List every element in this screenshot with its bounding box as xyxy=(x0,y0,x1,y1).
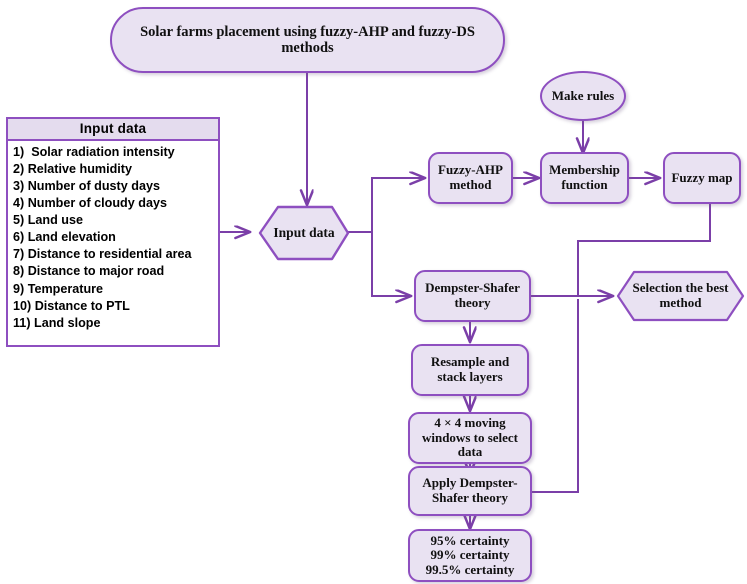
chevron-shape xyxy=(258,205,350,261)
list-item: 10) Distance to PTL xyxy=(13,298,130,313)
edge-applyds-to-merge xyxy=(530,299,579,493)
membership-function-node-label: Membership function xyxy=(549,162,620,192)
moving-windows-node: 4 × 4 moving windows to select data xyxy=(408,412,532,464)
title-node: Solar farms placement using fuzzy-AHP an… xyxy=(110,7,505,73)
input-data-list: 1) Solar radiation intensity 2) Relative… xyxy=(8,141,218,332)
list-item: 8) Distance to major road xyxy=(13,264,165,279)
dempster-shafer-node: Dempster-Shafer theory xyxy=(414,270,531,322)
membership-function-node: Membership function xyxy=(540,152,629,204)
list-item: 1) Solar radiation intensity xyxy=(13,145,175,159)
list-item: 6) Land elevation xyxy=(13,230,116,245)
list-item: 7) Distance to residential area xyxy=(13,247,192,262)
selection-best-method-node-label: Selection the best method xyxy=(632,280,729,310)
list-item: 3) Number of dusty days xyxy=(13,179,160,194)
list-item: 4) Number of cloudy days xyxy=(13,196,167,211)
make-rules-node: Make rules xyxy=(540,71,626,121)
apply-dempster-shafer-node: Apply Dempster- Shafer theory xyxy=(408,466,532,516)
fuzzy-map-node: Fuzzy map xyxy=(663,152,741,204)
resample-node: Resample and stack layers xyxy=(411,344,529,396)
fuzzy-ahp-node-label: Fuzzy-AHP method xyxy=(438,162,503,192)
list-item: 9) Temperature xyxy=(13,281,104,296)
resample-node-label: Resample and stack layers xyxy=(430,354,510,384)
dempster-shafer-node-label: Dempster-Shafer theory xyxy=(425,280,520,310)
moving-windows-node-label: 4 × 4 moving windows to select data xyxy=(421,415,519,460)
input-data-panel-header: Input data xyxy=(8,119,218,141)
selection-best-method-node: Selection the best method xyxy=(616,270,745,322)
apply-dempster-shafer-node-label: Apply Dempster- Shafer theory xyxy=(422,475,518,505)
title-node-label: Solar farms placement using fuzzy-AHP an… xyxy=(140,23,475,56)
certainty-node: 95% certainty 99% certainty 99.5% certai… xyxy=(408,529,532,582)
list-item: 11) Land slope xyxy=(13,315,101,330)
fuzzy-map-node-label: Fuzzy map xyxy=(671,169,733,185)
certainty-node-label: 95% certainty 99% certainty 99.5% certai… xyxy=(425,532,515,577)
input-data-node: Input data xyxy=(258,205,350,261)
input-data-panel: Input data 1) Solar radiation intensity … xyxy=(6,117,220,347)
make-rules-node-label: Make rules xyxy=(551,87,615,103)
input-data-node-label: Input data xyxy=(273,225,335,241)
list-item: 2) Relative humidity xyxy=(13,162,132,177)
list-item: 5) Land use xyxy=(13,213,83,228)
fuzzy-ahp-node: Fuzzy-AHP method xyxy=(428,152,513,204)
